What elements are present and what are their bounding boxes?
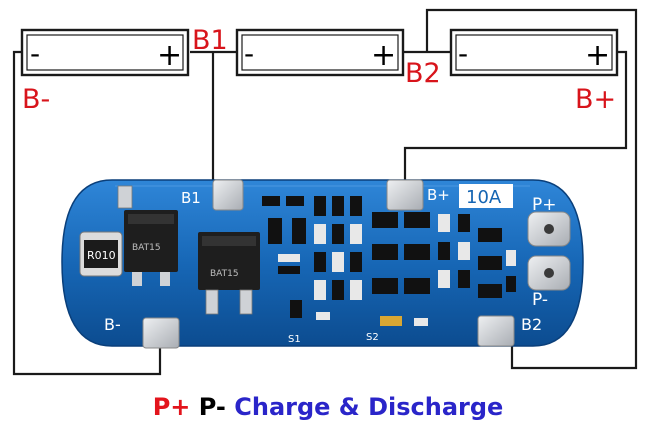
pad-b-plus: [386, 179, 424, 211]
silk-p-plus: P+: [532, 195, 557, 215]
resistor-marking: R010: [87, 249, 116, 262]
caption-charge-discharge: Charge & Discharge: [234, 393, 504, 421]
battery-cell-2: - +: [235, 28, 405, 77]
silk-b-minus: B-: [104, 315, 121, 334]
silk-b1: B1: [181, 189, 201, 207]
mosfet-b: BAT15: [198, 232, 260, 315]
pad-b1: [212, 179, 244, 211]
wire-b-minus: [12, 50, 162, 376]
protection-board: R010 BAT15 BAT15: [61, 179, 584, 349]
shunt-resistor: R010: [79, 231, 123, 277]
label-b2: B2: [405, 58, 441, 89]
battery-3-plus: +: [585, 38, 610, 73]
silk-b-plus: B+: [427, 186, 450, 204]
silk-s2: S2: [366, 332, 379, 343]
label-b-minus: B-: [22, 84, 50, 115]
mosfet-b-marking: BAT15: [210, 269, 239, 279]
battery-3-minus: -: [458, 37, 468, 70]
battery-2-minus: -: [244, 37, 254, 70]
silk-p-minus: P-: [532, 290, 548, 310]
silk-s1: S1: [288, 334, 301, 345]
silk-current-rating: 10A: [466, 187, 502, 208]
pad-b-minus: [142, 317, 180, 349]
pad-b2: [477, 315, 515, 347]
silk-b2: B2: [521, 315, 542, 334]
caption: P+ P- Charge & Discharge: [0, 392, 656, 422]
battery-cell-3: - +: [449, 28, 619, 77]
battery-2-plus: +: [371, 38, 396, 73]
battery-1-plus: +: [157, 38, 182, 73]
wire-b2-to-pad: [425, 8, 638, 370]
mosfet-a-marking: BAT15: [132, 243, 161, 253]
battery-1-minus: -: [30, 37, 40, 70]
battery-cell-1: - +: [20, 28, 190, 77]
label-b1: B1: [192, 25, 228, 56]
label-b-plus: B+: [575, 84, 616, 115]
caption-p-minus: P-: [198, 393, 226, 421]
mosfet-a: BAT15: [117, 185, 178, 286]
caption-p-plus: P+: [152, 393, 191, 421]
wire-b-plus: [403, 50, 628, 180]
wiring: [12, 8, 638, 376]
smd-components: [262, 196, 516, 326]
